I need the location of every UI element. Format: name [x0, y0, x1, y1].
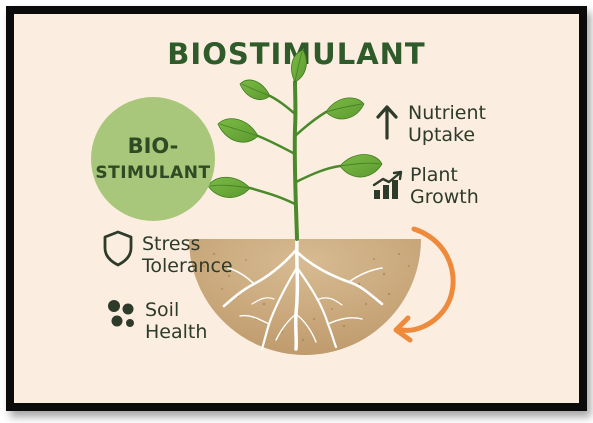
benefit-soil-health: Soil Health: [145, 299, 207, 343]
soil-speckles: [203, 252, 410, 342]
soil-particles-icon: [108, 300, 134, 327]
benefit-label-line-1: Nutrient: [408, 102, 486, 124]
benefit-label-line-2: Growth: [410, 186, 479, 208]
infographic-frame: BIOSTIMULANT: [6, 6, 587, 411]
roots: [222, 237, 384, 351]
plant-illustration: [189, 49, 456, 355]
benefit-label-line-1: Stress: [142, 233, 201, 255]
shield-icon: [103, 230, 133, 267]
benefit-stress-tolerance: Stress Tolerance: [142, 233, 233, 277]
plant-stem: [292, 80, 299, 241]
benefit-label-line-2: Tolerance: [142, 255, 233, 277]
benefit-label-line-2: Health: [145, 321, 208, 343]
badge-line-1: BIO-: [127, 134, 179, 158]
benefit-label-line-1: Soil: [145, 299, 180, 321]
benefit-label-line-2: Uptake: [408, 124, 476, 146]
badge-line-2: STIMULANT: [95, 163, 211, 183]
biostimulant-badge: BIO- STIMULANT: [91, 97, 215, 221]
benefit-plant-growth: Plant Growth: [410, 164, 479, 208]
benefit-nutrient-uptake: Nutrient Uptake: [408, 102, 486, 146]
soil-mound: [189, 239, 421, 355]
biostimulant-badge-label: BIO- STIMULANT: [91, 133, 215, 187]
benefit-label-line-1: Plant: [410, 164, 458, 186]
arrow-up-icon: [376, 105, 398, 140]
growth-chart-icon: [372, 170, 403, 199]
cycle-arrow-icon: [399, 226, 456, 333]
plant-leaves: [207, 49, 383, 198]
